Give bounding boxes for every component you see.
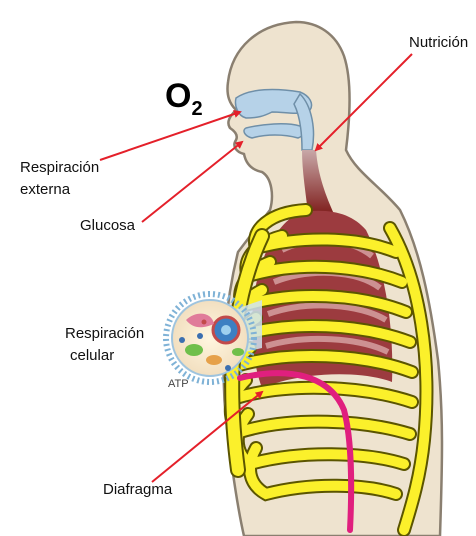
nutrition-label: Nutrición [409,33,468,53]
atp-label: ATP [168,374,189,394]
diaphragm-label: Diafragma [103,480,172,500]
external-respiration-label-line2: externa [20,180,70,200]
glucose-label: Glucosa [80,216,135,236]
cellular-respiration-label-line1: Respiración [65,324,144,344]
oxygen-label: O2 [165,76,203,129]
external-respiration-label-line1: Respiración [20,158,99,178]
cellular-respiration-label-line2: celular [70,346,114,366]
